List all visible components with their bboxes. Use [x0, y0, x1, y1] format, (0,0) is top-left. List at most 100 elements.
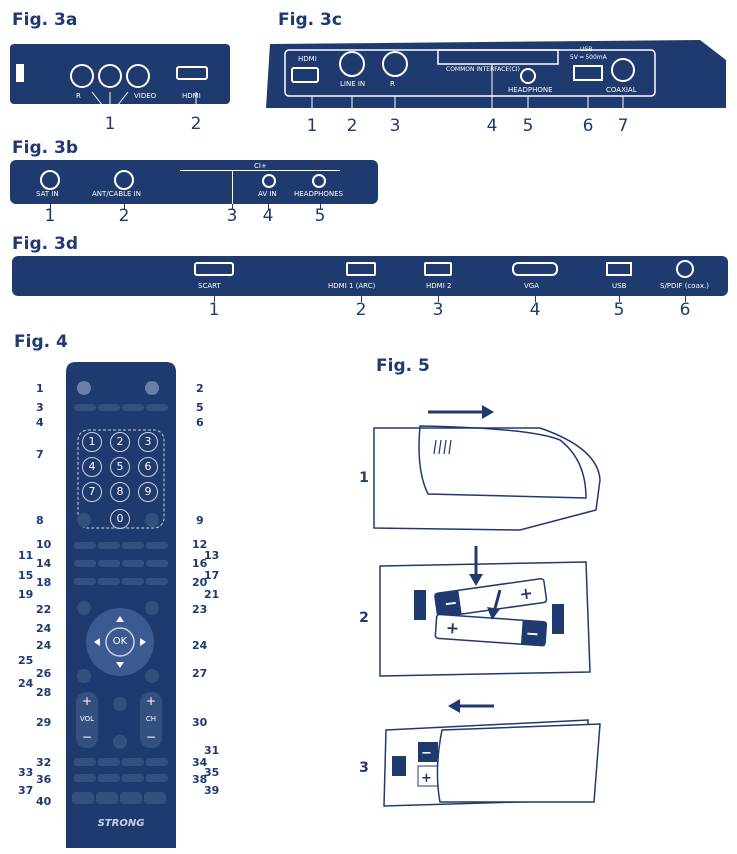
- ch-minus[interactable]: −: [145, 730, 157, 744]
- fig3d-port-hdmi1: [346, 262, 376, 276]
- fig3d-label-scart: SCART: [198, 282, 221, 290]
- key-1[interactable]: 1: [82, 432, 102, 452]
- ch-plus[interactable]: +: [145, 694, 157, 708]
- fig3a-hdmi-port: [176, 66, 208, 80]
- callout-37: 37: [18, 784, 34, 797]
- fig3b-ext-3: [232, 204, 233, 210]
- callout-28: 28: [36, 686, 52, 699]
- fig3c-label-coaxial: COAXIAL: [606, 86, 637, 94]
- fig3c-callout-6: 6: [582, 116, 594, 136]
- key-7[interactable]: 7: [82, 482, 102, 502]
- fig3b-leader-3: [232, 171, 233, 204]
- fig3c-title: Fig. 3c: [278, 10, 342, 30]
- fig5-step-3: 3: [359, 760, 369, 776]
- callout-23: 23: [192, 603, 208, 616]
- fig3c-callout-5: 5: [522, 116, 534, 136]
- key-0[interactable]: 0: [110, 509, 130, 529]
- fig3c-label-usb-power: 5V ═ 500mA: [570, 54, 607, 61]
- ok-button[interactable]: OK: [112, 636, 128, 647]
- callout-24a: 24: [36, 622, 52, 635]
- fig3a-jack-mid: [98, 64, 122, 88]
- callout-20: 20: [192, 576, 208, 589]
- fig3b-ci-line: [180, 170, 340, 171]
- fig3b-ext-4: [268, 204, 269, 210]
- callout-21: 21: [204, 588, 220, 601]
- fig5-title: Fig. 5: [376, 356, 430, 376]
- callout-1: 1: [36, 382, 44, 395]
- key-2[interactable]: 2: [110, 432, 130, 452]
- fig3b-ext-2: [124, 204, 125, 210]
- callout-39: 39: [204, 784, 220, 797]
- fig3d-ext-6: [685, 296, 686, 302]
- fig5-step-1: 1: [359, 470, 369, 486]
- fig3a-slot: [16, 64, 24, 82]
- fig3d-ext-3: [438, 296, 439, 302]
- key-6[interactable]: 6: [138, 457, 158, 477]
- fig3d-label-hdmi1: HDMI 1 (ARC): [328, 282, 376, 290]
- fig3c-callout-2: 2: [346, 116, 358, 136]
- fig3b-jack-avin: [262, 174, 276, 188]
- vol-plus[interactable]: +: [81, 694, 93, 708]
- callout-32: 32: [36, 756, 52, 769]
- vol-minus[interactable]: −: [81, 730, 93, 744]
- fig3d-title: Fig. 3d: [12, 234, 78, 254]
- fig3c-label-linein: LINE IN: [340, 80, 366, 88]
- svg-text:+: +: [445, 618, 460, 638]
- callout-26: 26: [36, 667, 52, 680]
- key-8[interactable]: 8: [110, 482, 130, 502]
- fig3b-callout-2: 2: [118, 206, 130, 226]
- fig3b-title: Fig. 3b: [12, 138, 78, 158]
- callout-15: 15: [18, 569, 34, 582]
- fig4-title: Fig. 4: [14, 332, 68, 352]
- key-5[interactable]: 5: [110, 457, 130, 477]
- ch-label: CH: [145, 715, 157, 723]
- fig3d-ext-2: [361, 296, 362, 302]
- fig3a-label-video: VIDEO: [134, 92, 157, 100]
- fig3d-callout-6: 6: [679, 300, 691, 320]
- callout-29: 29: [36, 716, 52, 729]
- key-9[interactable]: 9: [138, 482, 158, 502]
- callout-16: 16: [192, 557, 208, 570]
- fig3c-label-usb: USB: [580, 46, 593, 53]
- svg-text:−: −: [443, 593, 459, 614]
- callout-33: 33: [18, 766, 34, 779]
- callout-12: 12: [192, 538, 208, 551]
- fig3c-label-hdmi: HDMI: [298, 55, 317, 63]
- fig3d-callout-5: 5: [613, 300, 625, 320]
- callout-19: 19: [18, 588, 34, 601]
- callout-24b: 24: [36, 639, 52, 652]
- callout-36: 36: [36, 773, 52, 786]
- callout-25: 25: [18, 654, 34, 667]
- fig3a-jack-video: [126, 64, 150, 88]
- fig3d-jack-spdif: [676, 260, 694, 278]
- fig3d-ext-1: [214, 296, 215, 302]
- fig3d-port-vga: [512, 262, 558, 276]
- fig3b-jack-ant: [114, 170, 134, 190]
- fig3c-label-headphone: HEADPHONE: [508, 86, 553, 94]
- callout-6: 6: [196, 416, 204, 429]
- callout-24d: 24: [192, 639, 208, 652]
- key-3[interactable]: 3: [138, 432, 158, 452]
- callout-31: 31: [204, 744, 220, 757]
- svg-text:+: +: [518, 583, 534, 604]
- callout-8: 8: [36, 514, 44, 527]
- callout-3: 3: [36, 401, 44, 414]
- fig3c-panel: [266, 40, 726, 116]
- fig3d-ext-5: [619, 296, 620, 302]
- fig3d-label-hdmi2: HDMI 2: [426, 282, 452, 290]
- callout-4: 4: [36, 416, 44, 429]
- svg-text:−: −: [525, 624, 540, 644]
- fig3b-panel: [10, 160, 378, 204]
- callout-17: 17: [204, 569, 220, 582]
- fig3c-label-ci: COMMON INTERFACE(CI): [446, 66, 520, 73]
- key-4[interactable]: 4: [82, 457, 102, 477]
- fig3a-label-hdmi: HDMI: [182, 92, 201, 100]
- fig3b-ext-5: [320, 204, 321, 210]
- callout-40: 40: [36, 795, 52, 808]
- fig3d-port-hdmi2: [424, 262, 452, 276]
- fig3b-label-avin: AV IN: [258, 190, 277, 198]
- fig3a-label-r: R: [76, 92, 81, 100]
- fig3b-jack-satin: [40, 170, 60, 190]
- fig3c-callout-1: 1: [306, 116, 318, 136]
